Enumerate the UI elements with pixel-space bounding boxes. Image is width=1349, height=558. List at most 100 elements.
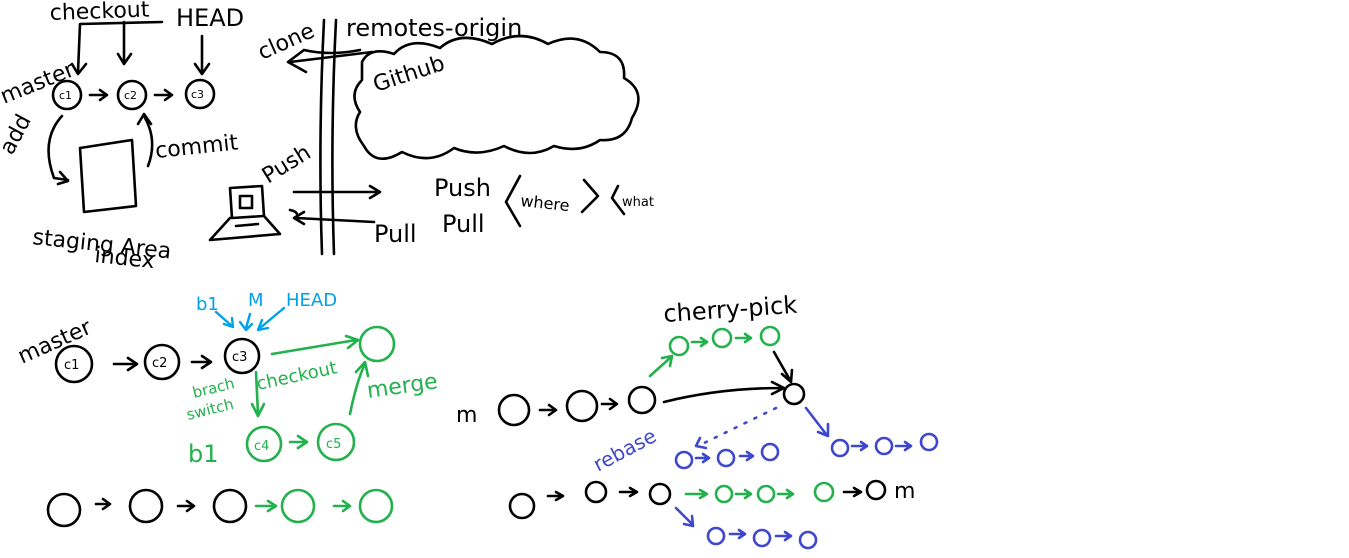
commit-label-c2: c2 [124, 89, 137, 102]
lower-green-arrow-3 [776, 488, 795, 500]
b1-label-top: b1 [196, 294, 219, 315]
blue-right-arrow-1 [850, 440, 869, 452]
lower-blue-arrow-1 [728, 528, 747, 540]
right-section: cherry-pick m rebase [456, 291, 939, 550]
commit-label: commit [154, 130, 240, 164]
pull-arrow [288, 208, 376, 226]
lower-arrow-2 [618, 486, 639, 498]
head-arrow-to-c3 [193, 34, 211, 76]
arrow-c1-c2 [88, 88, 109, 102]
divider-line-left [319, 18, 326, 256]
cherry-pick-arrow-down [772, 350, 794, 384]
push-label: Push [434, 174, 491, 202]
remotes-origin-label: remotes-origin [346, 14, 522, 42]
commit-label-c1: c1 [59, 89, 72, 102]
lower-blue-arrow-2 [774, 530, 793, 542]
commit-label-c4: c4 [254, 439, 269, 454]
commit-node-c2-b [143, 343, 181, 381]
m-label: m [456, 403, 477, 428]
blue-arrow-from-cherry [804, 406, 830, 438]
commit-label-c3: c3 [191, 88, 204, 101]
rebase-dotted-arrow [700, 406, 778, 446]
commit-node-c1 [51, 79, 83, 111]
m-label-top: M [248, 290, 264, 311]
lower-blue-node-1 [706, 526, 726, 546]
main-node-3 [627, 385, 657, 415]
m-arrow [238, 312, 254, 332]
lower-node-m [865, 479, 887, 501]
cherry-green-node-2 [711, 327, 733, 349]
arrow-c2b-c3b [190, 354, 213, 370]
lower-green-node-2 [756, 484, 776, 504]
laptop-icon [208, 184, 282, 242]
bottom-row-node-1 [46, 492, 82, 528]
index-label: index [93, 243, 155, 274]
staging-area-box [78, 138, 138, 214]
blue-right-node-2 [874, 436, 894, 456]
lower-arrow-1 [546, 490, 565, 502]
lower-green-node-3 [813, 481, 835, 503]
bottom-row-node-3 [212, 488, 248, 524]
blue-right-arrow-2 [894, 440, 913, 452]
commit-node-c3-b [223, 337, 261, 375]
blue-right-node-1 [830, 438, 850, 458]
rebase-arrow-1 [694, 452, 711, 464]
checkout-arrow-to-c1 [70, 20, 164, 76]
main-arrow-2 [600, 397, 619, 411]
github-cloud [353, 34, 640, 160]
bottom-row-arrow-2 [176, 499, 196, 513]
lower-blue-node-2 [752, 528, 772, 548]
checkout-arrow-green [250, 370, 266, 418]
where-bracket-left [504, 174, 522, 228]
arrow-c1b-c2b [112, 356, 139, 372]
lower-blue-arrow-in [674, 506, 695, 528]
lower-green-arrow-1 [684, 488, 709, 500]
github-label: Github [370, 51, 448, 98]
checkout-label-2: checkout [255, 357, 339, 394]
divider-line-right [331, 18, 338, 256]
b1-label: b1 [188, 440, 219, 468]
pull-label: Pull [374, 220, 417, 248]
lower-green-node-1 [714, 484, 734, 504]
arrow-c4-c5 [288, 434, 309, 450]
rebase-label: rebase [589, 423, 660, 476]
cherry-green-arrow-2 [734, 332, 753, 344]
commit-node-c4 [245, 425, 283, 463]
bottom-row-node-4 [280, 488, 316, 524]
green-arrow-to-merge [270, 334, 360, 356]
main-node-2 [565, 389, 599, 423]
rebase-node-1 [674, 450, 694, 470]
rebase-arrow-2 [738, 450, 755, 462]
lower-node-1 [508, 492, 536, 520]
push-arrow [292, 184, 382, 200]
commit-node-c1-b [54, 344, 94, 384]
switch-label: switch [185, 395, 236, 424]
push-vertical-label: Push [258, 140, 316, 189]
merge-arrow [348, 360, 370, 416]
head-arrow-2 [256, 306, 286, 332]
blue-right-node-3 [919, 432, 939, 452]
head-label: HEAD [176, 4, 244, 32]
clone-arrow [286, 48, 374, 74]
cherry-green-node-3 [759, 325, 781, 347]
what-label: what [622, 195, 654, 210]
lower-node-2 [584, 480, 608, 504]
commit-node-c2 [116, 79, 148, 111]
lower-blue-node-3 [798, 530, 818, 550]
lower-node-3 [648, 482, 672, 506]
where-label: where [520, 191, 571, 215]
cherry-target-node [782, 382, 806, 406]
cherry-green-arrow-1 [690, 336, 709, 348]
lower-arrow-to-m [842, 486, 863, 498]
commit-label-c3-b: c3 [232, 350, 247, 365]
head-label-2: HEAD [286, 290, 337, 311]
where-bracket-right [580, 178, 600, 214]
commit-label-c2-b: c2 [152, 356, 167, 371]
cherry-green-node-1 [668, 335, 690, 357]
merge-label: merge [365, 369, 439, 404]
cherry-pick-label: cherry-pick [662, 291, 798, 328]
bottom-row-arrow-3 [254, 499, 278, 513]
commit-node-c3 [184, 78, 216, 110]
bottom-row-node-2 [128, 488, 164, 524]
